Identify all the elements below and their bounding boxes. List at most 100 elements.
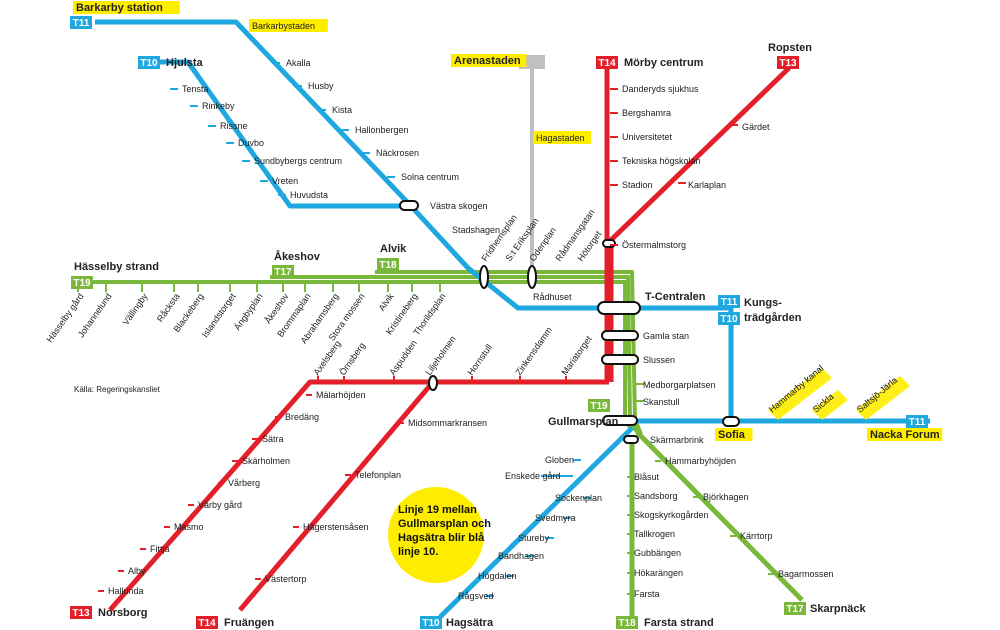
station-label-rissne[interactable]: Rissne xyxy=(220,121,248,131)
note-line-3[interactable]: Hagsätra blir blå xyxy=(398,532,485,544)
station-label-solna-centrum[interactable]: Solna centrum xyxy=(401,172,459,182)
station-label-vreten[interactable]: Vreten xyxy=(272,176,298,186)
terminus-kungstradgarden-2[interactable]: trädgården xyxy=(744,312,802,324)
line-badge-t18 xyxy=(616,616,638,629)
station-label-tensta[interactable]: Tensta xyxy=(182,84,209,94)
station-label-vastertorp[interactable]: Västertorp xyxy=(265,574,307,584)
terminus-akeshov[interactable]: Åkeshov xyxy=(274,250,321,263)
note-line-4[interactable]: linje 10. xyxy=(398,546,438,558)
station-label-globen[interactable]: Globen xyxy=(545,455,574,465)
line-badge-t13 xyxy=(777,56,799,69)
station-label-bredang[interactable]: Bredäng xyxy=(285,412,319,422)
terminus-morby-centrum[interactable]: Mörby centrum xyxy=(624,57,704,69)
station-label-malarhojden[interactable]: Mälarhöjden xyxy=(316,390,366,400)
station-label-mariatorget[interactable]: Mariatorget xyxy=(559,334,594,377)
station-label-karrtorp[interactable]: Kärrtorp xyxy=(740,531,773,541)
station-label-ragsved[interactable]: Rågsved xyxy=(458,591,494,601)
station-label-stadion[interactable]: Stadion xyxy=(622,180,653,190)
station-label-huvudsta[interactable]: Huvudsta xyxy=(290,190,328,200)
terminus-hasselby-strand[interactable]: Hässelby strand xyxy=(74,261,159,273)
station-label-stureby[interactable]: Stureby xyxy=(518,533,550,543)
station-label-sundbybergs-centrum[interactable]: Sundbybergs centrum xyxy=(254,156,342,166)
station-label-gullmarsplan[interactable]: Gullmarsplan xyxy=(548,416,619,428)
station-label-midsommarkransen[interactable]: Midsommarkransen xyxy=(408,418,487,428)
station-label-blasut[interactable]: Blåsut xyxy=(634,472,660,482)
station-label-bergshamra[interactable]: Bergshamra xyxy=(622,108,671,118)
station-label-husby[interactable]: Husby xyxy=(308,81,334,91)
terminus-ropsten[interactable]: Ropsten xyxy=(768,42,812,54)
station-label-svedmyra[interactable]: Svedmyra xyxy=(535,513,576,523)
station-label-ornsberg[interactable]: Örnsberg xyxy=(337,341,367,377)
terminus-arenastaden[interactable]: Arenastaden xyxy=(454,55,521,67)
station-label-varberg[interactable]: Vårberg xyxy=(228,478,260,488)
station-label-masmo[interactable]: Masmo xyxy=(174,522,204,532)
station-label-varby-gard[interactable]: Vårby gård xyxy=(198,500,242,510)
terminus-skarpnack[interactable]: Skarpnäck xyxy=(810,603,867,615)
station-label-fittja[interactable]: Fittja xyxy=(150,544,170,554)
new-station-sofia[interactable]: Sofia xyxy=(718,429,746,441)
station-label-bandhagen[interactable]: Bandhagen xyxy=(498,551,544,561)
station-label-sockenplan[interactable]: Sockenplan xyxy=(555,493,602,503)
station-label-bagarmossen[interactable]: Bagarmossen xyxy=(778,569,834,579)
station-label-hogdalen[interactable]: Högdalen xyxy=(478,571,517,581)
station-label-akalla[interactable]: Akalla xyxy=(286,58,311,68)
station-label-tekniska-hogskolan[interactable]: Tekniska högskolan xyxy=(622,156,701,166)
station-label-skarholmen[interactable]: Skärholmen xyxy=(242,456,290,466)
note-line-2[interactable]: Gullmarsplan och xyxy=(398,518,491,530)
station-label-liljeholmen[interactable]: Liljeholmen xyxy=(423,334,457,377)
station-label-nackrosen[interactable]: Näckrosen xyxy=(376,148,419,158)
station-label-gardet[interactable]: Gärdet xyxy=(742,122,770,132)
station-label-slussen[interactable]: Slussen xyxy=(643,355,675,365)
station-label-kista[interactable]: Kista xyxy=(332,105,352,115)
station-label-telefonplan[interactable]: Telefonplan xyxy=(355,470,401,480)
station-label-vastra-skogen[interactable]: Västra skogen xyxy=(430,201,488,211)
station-label-hornstull[interactable]: Hornstull xyxy=(465,342,494,377)
station-label-alvik[interactable]: Alvik xyxy=(377,291,396,313)
terminus-hagsatra[interactable]: Hagsätra xyxy=(446,617,494,629)
station-label-duvbo[interactable]: Duvbo xyxy=(238,138,264,148)
station-label-farsta[interactable]: Farsta xyxy=(634,589,660,599)
station-label-enskede-gard[interactable]: Enskede gård xyxy=(505,471,561,481)
terminus-alvik[interactable]: Alvik xyxy=(380,243,407,255)
station-label-bjorkhagen[interactable]: Björkhagen xyxy=(703,492,749,502)
station-label-skarmarbrink[interactable]: Skärmarbrink xyxy=(650,435,704,445)
terminus-fruangen[interactable]: Fruängen xyxy=(224,617,274,629)
station-label-aspudden[interactable]: Aspudden xyxy=(387,338,418,377)
source-credit[interactable]: Källa: Regeringskansliet xyxy=(74,385,161,394)
station-label-skogskyrkogarden[interactable]: Skogskyrkogården xyxy=(634,510,709,520)
station-label-hagerstensasen[interactable]: Hägerstensåsen xyxy=(303,522,369,532)
station-label-tallkrogen[interactable]: Tallkrogen xyxy=(634,529,675,539)
terminus-hjulsta[interactable]: Hjulsta xyxy=(166,57,204,69)
new-station-barkarbystaden[interactable]: Barkarbystaden xyxy=(252,21,315,31)
station-label-gubbangen[interactable]: Gubbängen xyxy=(634,548,681,558)
station-label-alby[interactable]: Alby xyxy=(128,566,146,576)
station-label-hallunda[interactable]: Hallunda xyxy=(108,586,144,596)
terminus-farsta-strand[interactable]: Farsta strand xyxy=(644,617,714,629)
new-station-hagastaden[interactable]: Hagastaden xyxy=(536,133,585,143)
station-label-danderyds-sjukhus[interactable]: Danderyds sjukhus xyxy=(622,84,699,94)
station-label-medborgarplatsen[interactable]: Medborgarplatsen xyxy=(643,380,716,390)
terminus-barkarby-station[interactable]: Barkarby station xyxy=(76,2,163,14)
station-label-radhuset[interactable]: Rådhuset xyxy=(533,292,572,302)
station-label-skanstull[interactable]: Skanstull xyxy=(643,397,680,407)
station-label-universitetet[interactable]: Universitetet xyxy=(622,132,673,142)
station-label-vallingby[interactable]: Vällingby xyxy=(120,291,149,327)
station-label-sandsborg[interactable]: Sandsborg xyxy=(634,491,678,501)
station-label-stadshagen[interactable]: Stadshagen xyxy=(452,225,500,235)
station-label-karlaplan[interactable]: Karlaplan xyxy=(688,180,726,190)
terminus-kungstradgarden-1[interactable]: Kungs- xyxy=(744,297,782,309)
station-label-hokarangen[interactable]: Hökarängen xyxy=(634,568,683,578)
station-label-ostermalmstorg[interactable]: Östermalmstorg xyxy=(622,240,686,250)
note-line-1[interactable]: Linje 19 mellan xyxy=(398,504,477,516)
station-label-satra[interactable]: Sätra xyxy=(262,434,284,444)
station-label-islandstorget[interactable]: Islandstorget xyxy=(200,291,238,339)
station-label-t-centralen[interactable]: T-Centralen xyxy=(645,291,706,303)
station-label-gamla-stan[interactable]: Gamla stan xyxy=(643,331,689,341)
line-badge-label-t19: T19 xyxy=(590,401,608,412)
station-label-rinkeby[interactable]: Rinkeby xyxy=(202,101,235,111)
terminus-nacka-forum[interactable]: Nacka Forum xyxy=(870,429,940,441)
terminus-norsborg[interactable]: Norsborg xyxy=(98,607,148,619)
station-label-zinkensdamm[interactable]: Zinkensdamm xyxy=(513,325,554,377)
station-label-hallonbergen[interactable]: Hallonbergen xyxy=(355,125,409,135)
station-label-hammarbyhojden[interactable]: Hammarbyhöjden xyxy=(665,456,736,466)
